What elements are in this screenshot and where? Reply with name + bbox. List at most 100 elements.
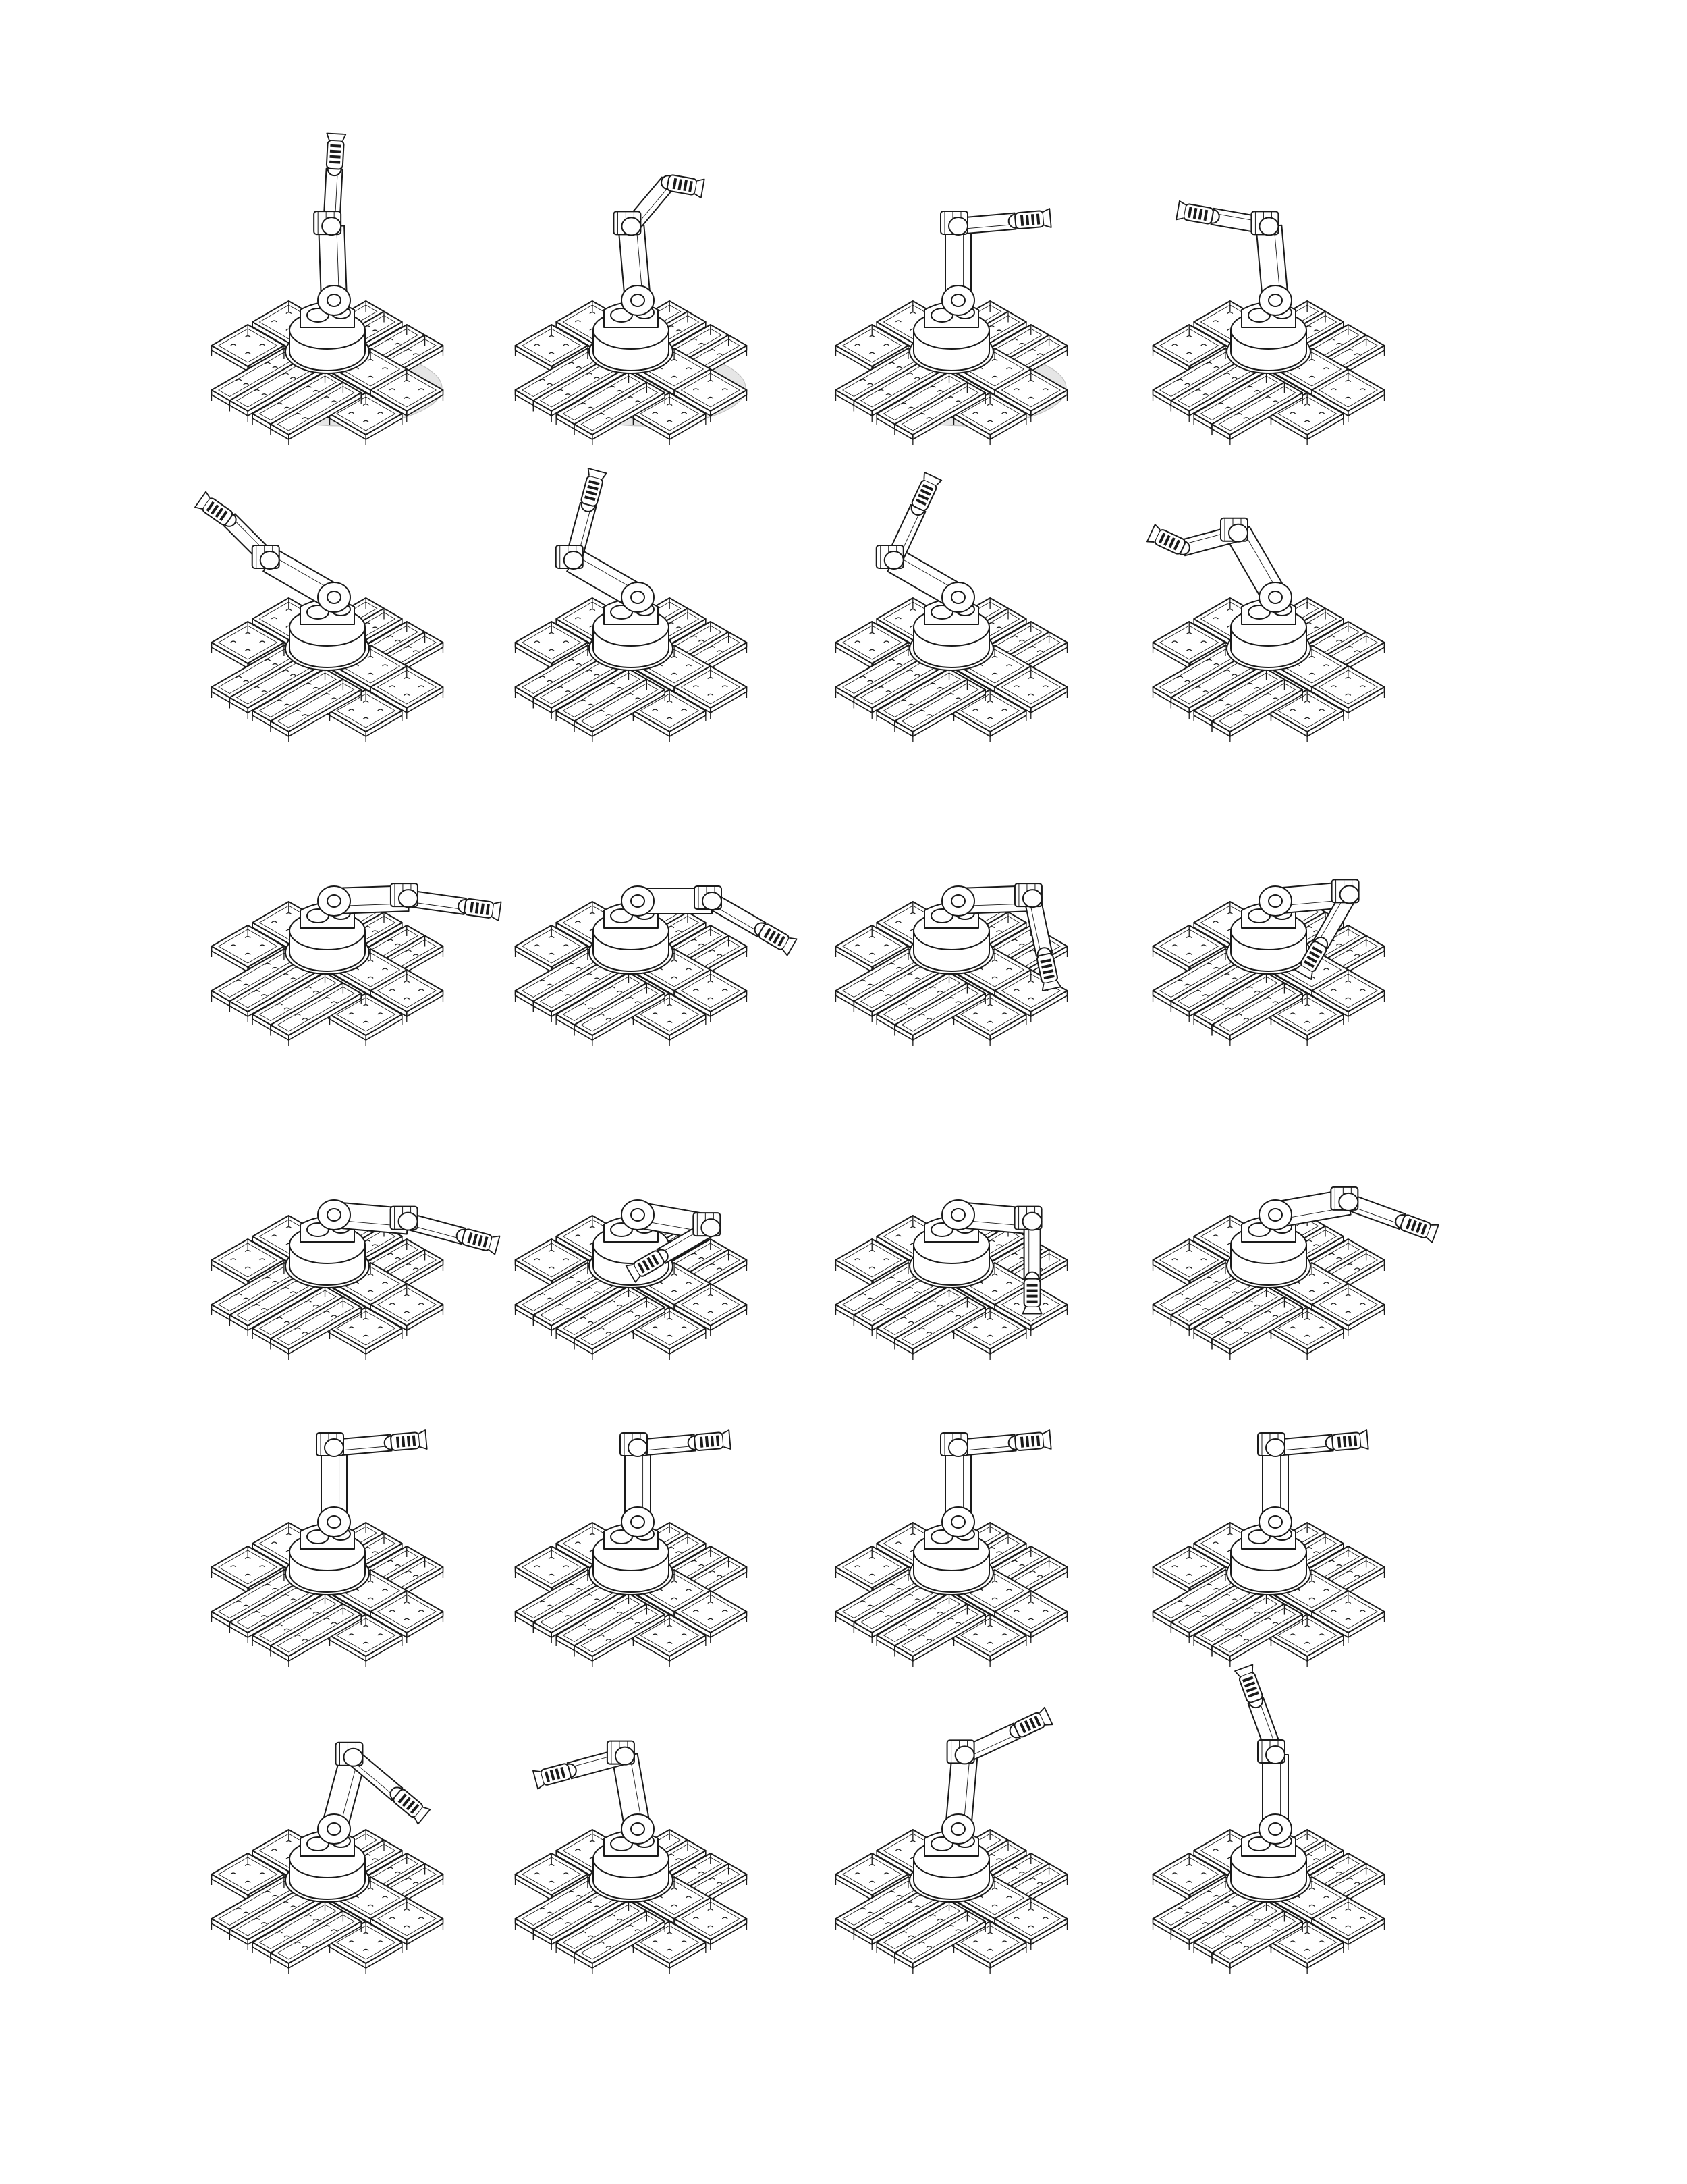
bolt-hole: [1308, 656, 1315, 659]
robot-cell-r1-c1: [211, 132, 444, 445]
bolt-hole: [564, 690, 571, 693]
gripper-rib: [211, 504, 219, 515]
bolt-hole: [563, 640, 570, 643]
gripper-jaw: [1022, 1307, 1043, 1315]
bolt-hole: [878, 989, 885, 992]
gripper-rib: [329, 155, 341, 159]
tile-inset: [562, 375, 640, 421]
bolt-hole: [598, 1013, 605, 1016]
shoulder-hub: [327, 894, 341, 908]
gripper-rib: [773, 933, 781, 944]
elbow-joint: [321, 217, 342, 236]
gripper-rib: [1043, 974, 1055, 980]
bolt-hole: [1202, 393, 1209, 396]
bolt-hole: [1030, 349, 1036, 352]
bolt-hole: [681, 412, 688, 414]
bolt-hole: [707, 981, 714, 983]
gripper-body: [325, 139, 345, 170]
bolt-hole: [1217, 402, 1224, 405]
turntable-lip: [913, 648, 990, 668]
bolt-hole: [272, 663, 278, 665]
bolt-hole: [955, 1001, 962, 1004]
shoulder-hub: [1268, 294, 1283, 307]
bolt-hole: [406, 349, 412, 352]
bolt-hole: [362, 1020, 369, 1023]
bolt-hole: [671, 672, 677, 675]
bolt-hole: [283, 1007, 290, 1010]
bolt-hole: [1224, 373, 1231, 375]
bolt-hole: [889, 362, 895, 364]
bolt-hole: [605, 417, 612, 420]
bolt-hole: [568, 659, 575, 661]
elbow-joint: [948, 217, 968, 236]
tile-inset: [960, 693, 1020, 728]
bolt-hole: [548, 936, 555, 939]
tile-inset: [522, 625, 582, 660]
bolt-hole: [652, 709, 659, 711]
bolt-hole: [598, 709, 605, 712]
bolt-hole: [721, 685, 728, 688]
bolt-hole: [568, 362, 575, 364]
bolt-hole: [709, 646, 715, 649]
bolt-hole: [382, 968, 388, 971]
bolt-hole: [1200, 344, 1207, 346]
bolt-hole: [996, 329, 1003, 332]
bolt-hole: [312, 389, 319, 392]
bolt-hole: [1354, 650, 1360, 653]
bolt-hole: [1304, 717, 1310, 719]
gripper-body: [1014, 210, 1045, 230]
shoulder-hub: [630, 894, 645, 908]
bolt-hole: [377, 412, 384, 414]
tile-inset: [562, 672, 640, 718]
bolt-hole: [534, 640, 541, 643]
bolt-hole: [666, 1020, 673, 1023]
bolt-hole: [1227, 609, 1234, 611]
bolt-hole: [616, 990, 623, 993]
bolt-hole: [867, 383, 873, 385]
bolt-hole: [692, 989, 699, 991]
elbow-joint: [1228, 523, 1248, 543]
gripper-rib: [1026, 1284, 1038, 1287]
bolt-hole: [1001, 709, 1008, 711]
bolt-hole: [868, 335, 875, 338]
bolt-hole: [721, 989, 728, 991]
gripper-rib: [672, 178, 677, 190]
bolt-hole: [878, 686, 885, 688]
bolt-hole: [364, 325, 371, 328]
bolt-hole: [1013, 685, 1020, 688]
bolt-hole: [1306, 926, 1312, 929]
turntable-lip: [592, 648, 669, 668]
tile-inset: [842, 625, 902, 660]
bolt-hole: [387, 338, 394, 341]
bolt-hole: [681, 1012, 688, 1015]
bolt-hole: [675, 930, 682, 933]
bolt-hole: [666, 1004, 673, 1007]
bolt-hole: [634, 1001, 641, 1004]
bolt-hole: [947, 997, 954, 1000]
bolt-hole: [243, 383, 249, 385]
tile-inset: [1200, 672, 1278, 718]
gripper-rib: [777, 935, 785, 947]
bolt-hole: [1018, 943, 1025, 946]
end-effector: [1036, 952, 1062, 991]
end-effector: [580, 468, 607, 507]
bolt-hole: [878, 389, 885, 391]
bolt-hole: [918, 1013, 925, 1016]
tile-inset: [377, 670, 437, 705]
bolt-hole: [929, 986, 936, 989]
bolt-hole: [889, 962, 895, 965]
tile-inset: [1318, 670, 1378, 705]
bolt-hole: [1001, 412, 1008, 414]
bolt-hole: [589, 609, 596, 611]
end-effector: [1014, 208, 1052, 230]
bolt-hole: [1243, 417, 1250, 420]
bolt-hole: [1042, 388, 1049, 391]
bolt-hole: [883, 640, 890, 643]
bolt-hole: [587, 1007, 594, 1010]
bolt-hole: [244, 632, 251, 635]
bolt-hole: [276, 699, 283, 702]
bolt-hole: [666, 404, 673, 406]
bolt-hole: [265, 659, 271, 661]
tile-inset: [680, 373, 740, 408]
bolt-hole: [883, 944, 890, 947]
